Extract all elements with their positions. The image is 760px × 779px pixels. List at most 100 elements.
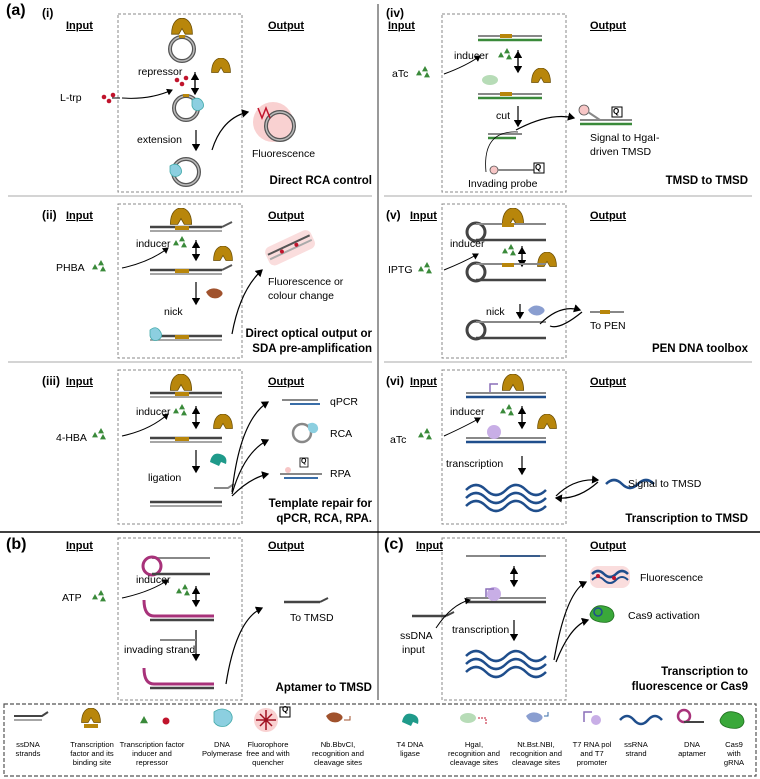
legend-label-line: inducer and [132, 749, 172, 758]
input-header-c: Input [416, 540, 443, 552]
output-header-i: Output [268, 20, 305, 32]
legend-label-line: quencher [252, 758, 284, 767]
label-nick-v: nick [486, 306, 505, 318]
legend-label-line: strands [15, 749, 41, 758]
panel-iii-graphics [92, 374, 322, 507]
legend-label-line: free and with [246, 749, 290, 758]
box-i [117, 13, 243, 193]
input-ii: PHBA [56, 262, 85, 274]
output-header-iii: Output [268, 376, 305, 388]
panel-ii-graphics [92, 208, 315, 341]
panel-i-graphics [101, 18, 296, 187]
legend-label-line: ssRNA [624, 740, 648, 749]
label-inducer-v: inducer [450, 238, 485, 250]
input-header-i: Input [66, 20, 93, 32]
output-header-vi: Output [590, 376, 627, 388]
input-b: ATP [62, 592, 82, 604]
output-rca: RCA [330, 428, 353, 440]
caption-v: PEN DNA toolbox [651, 343, 748, 355]
output-iv-2: driven TMSD [590, 146, 652, 158]
input-i: L-trp [60, 92, 82, 104]
input-iv: aTc [392, 68, 409, 80]
legend-label-line: cleavage sites [449, 758, 499, 767]
label-invading-probe: Invading probe [468, 178, 538, 190]
output-c-1: Fluorescence [640, 572, 704, 584]
output-rpa: RPA [330, 468, 351, 480]
label-inducer-b: inducer [136, 574, 171, 586]
legend-label-line: Transcription [70, 740, 114, 749]
legend-label-line: T4 DNA [396, 740, 424, 749]
legend-label-line: and T7 [580, 749, 604, 758]
panel-c-graphics [412, 555, 630, 679]
legend-label-line: Cas9 [725, 740, 743, 749]
input-header-vi: Input [410, 376, 437, 388]
caption-vi: Transcription to TMSD [625, 513, 748, 525]
label-extension: extension [137, 134, 182, 146]
legend-label-line: Nt.Bst.NBI, [517, 740, 555, 749]
quencher-glyph-legend: Q [282, 705, 289, 714]
legend-label-line: ligase [400, 749, 420, 758]
legend-label-line: cleavage sites [313, 758, 363, 767]
caption-ii-2: SDA pre-amplification [252, 343, 372, 355]
label-transcription-c: transcription [452, 624, 510, 636]
panel-vi-graphics [418, 374, 655, 513]
label-cut: cut [496, 110, 511, 122]
panel-label-c: (c) [384, 536, 404, 553]
output-c-2: Cas9 activation [628, 610, 700, 622]
legend-label-line: Transcription factor [119, 740, 185, 749]
label-transcription-vi: transcription [446, 458, 504, 470]
legend-label-line: gRNA [723, 758, 745, 767]
input-c-1: ssDNA [400, 630, 433, 642]
sub-label-ii: (ii) [42, 208, 57, 222]
legend-label-line: HgaI, [464, 740, 484, 749]
legend-label-line: strand [625, 749, 647, 758]
box-iii [117, 369, 243, 525]
caption-c-1: Transcription to [661, 666, 748, 678]
label-inducer-iii: inducer [136, 406, 171, 418]
output-header-c: Output [590, 540, 627, 552]
input-header-b: Input [66, 540, 93, 552]
caption-iii-2: qPCR, RCA, RPA. [276, 513, 372, 525]
output-i: Fluorescence [252, 148, 316, 160]
output-qpcr: qPCR [330, 396, 359, 408]
box-c [441, 537, 567, 701]
output-ii-2: colour change [268, 290, 334, 302]
legend-label-line: recognition and [312, 749, 364, 758]
output-b: To TMSD [290, 612, 334, 624]
sub-label-iv: (iv) [386, 6, 404, 20]
legend-label-line: DNA [683, 740, 701, 749]
box-ii [117, 203, 243, 359]
legend-label-line: aptamer [678, 749, 706, 758]
legend-label-line: Fluorophore [247, 740, 289, 749]
legend-label-line: repressor [135, 758, 169, 767]
label-nick-ii: nick [164, 306, 183, 318]
box-iv [441, 13, 567, 193]
panel-v-graphics [418, 208, 624, 341]
label-inducer-vi: inducer [450, 406, 485, 418]
legend-box [3, 703, 757, 777]
caption-ii-1: Direct optical output or [245, 328, 373, 340]
output-v: To PEN [590, 320, 626, 332]
input-iii: 4-HBA [56, 432, 87, 444]
label-inducer-iv: inducer [454, 50, 489, 62]
output-header-v: Output [590, 210, 627, 222]
legend-label-line: binding site [72, 758, 112, 767]
quencher-glyph-iv-output: Q [613, 107, 620, 116]
panel-b-graphics [92, 555, 329, 690]
legend-label-line: T7 RNA pol [572, 740, 612, 749]
caption-c-2: fluorescence or Cas9 [631, 681, 748, 693]
sub-label-iii: (iii) [42, 374, 60, 388]
input-header-ii: Input [66, 210, 93, 222]
caption-iv: TMSD to TMSD [665, 175, 748, 187]
box-v [441, 203, 567, 359]
input-header-iv: Input [388, 20, 415, 32]
